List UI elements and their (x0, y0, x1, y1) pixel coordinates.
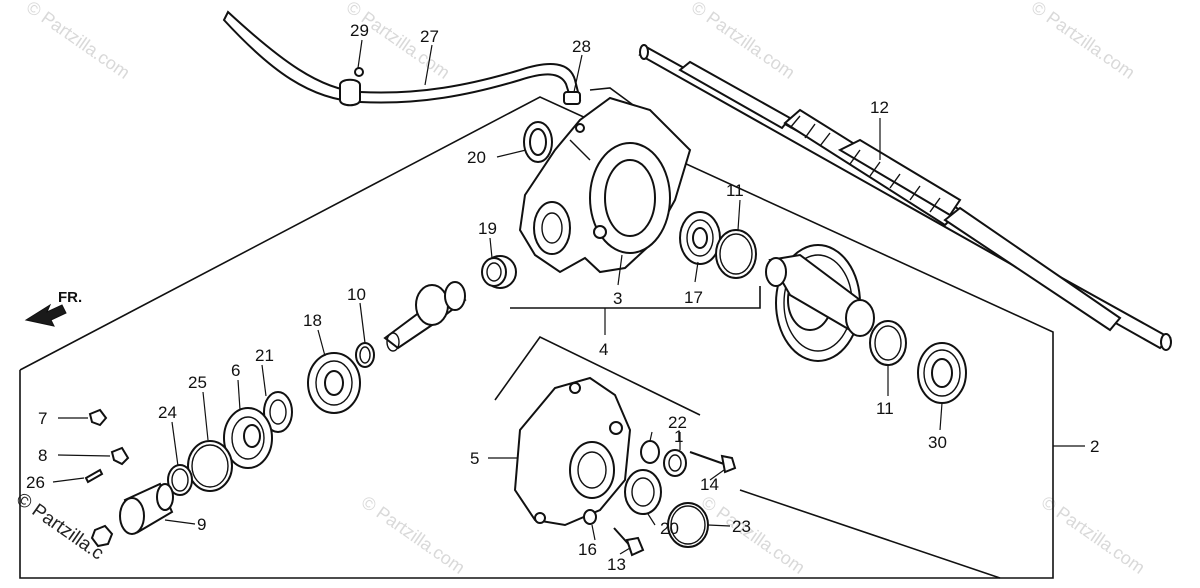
watermark: © Partzilla.com (698, 492, 809, 578)
callout-20-lower: 20 (660, 519, 679, 538)
assembly-frame (19, 87, 1054, 579)
oil-seal-lower (624, 469, 662, 515)
callout-29: 29 (350, 21, 369, 40)
watermark: © Partzilla.com (1038, 492, 1149, 578)
sleeve-9 (119, 482, 174, 535)
callout-11-upper: 11 (726, 181, 744, 200)
circlip-upper (715, 229, 757, 279)
breather-tube (222, 10, 582, 107)
oil-seal-30 (917, 342, 967, 404)
collar-21 (263, 391, 293, 433)
callout-20-upper: 20 (467, 148, 486, 167)
front-direction-arrow-icon: FR. (24, 289, 82, 327)
oil-seal-upper (523, 121, 553, 163)
bolt-14 (689, 451, 737, 474)
o-ring-25 (187, 440, 233, 492)
callout-24: 24 (158, 403, 177, 422)
gear-case-housing (518, 96, 692, 274)
callout-13: 13 (607, 555, 626, 574)
callout-11-lower: 11 (876, 399, 894, 418)
watermark: © Partzilla.com (1028, 0, 1139, 83)
callout-18: 18 (303, 311, 322, 330)
watermark: © Partzilla.com (358, 492, 469, 578)
callout-25: 25 (188, 373, 207, 392)
callout-26: 26 (26, 473, 45, 492)
callout-30: 30 (928, 433, 947, 452)
pinion-gear (383, 281, 467, 352)
callout-5: 5 (470, 449, 479, 468)
gear-case-cover (513, 376, 632, 527)
callout-8: 8 (38, 446, 47, 465)
callout-7: 7 (38, 409, 47, 428)
o-ring-22 (640, 440, 660, 464)
callout-4: 4 (599, 340, 608, 359)
callout-17: 17 (684, 288, 703, 307)
snap-ring-10 (355, 342, 375, 368)
ring-gear (765, 244, 875, 362)
bolt-13 (613, 527, 645, 557)
front-direction-label: FR. (58, 289, 82, 306)
callout-23: 23 (732, 517, 751, 536)
callout-6: 6 (231, 361, 240, 380)
callout-16: 16 (578, 540, 597, 559)
snap-ring-24 (167, 464, 193, 496)
callout-12: 12 (870, 98, 889, 117)
callout-1: 1 (674, 427, 683, 446)
watermark: © Partzilla.com (23, 0, 134, 83)
ball-bearing-17 (679, 211, 721, 265)
callout-19: 19 (478, 219, 497, 238)
dog-gear-6 (223, 407, 273, 469)
plug-1 (663, 449, 687, 477)
callout-28: 28 (572, 37, 591, 56)
leader-lines (52, 39, 1085, 555)
callout-27: 27 (420, 27, 439, 46)
pinion-bearing-18 (307, 352, 361, 414)
nut-15 (90, 524, 114, 548)
circlip-lower (869, 320, 907, 366)
pin-26 (84, 468, 104, 484)
callout-10: 10 (347, 285, 366, 304)
washer-16 (583, 509, 597, 525)
bolt-8 (110, 446, 130, 466)
watermark-corner: © Partzilla.c (12, 489, 107, 565)
callout-labels: 29 27 28 20 12 11 19 3 17 10 18 4 21 6 2… (26, 21, 1099, 574)
callout-22: 22 (668, 413, 687, 432)
bolt-7 (88, 408, 108, 427)
callout-3: 3 (613, 289, 622, 308)
needle-bearing (481, 255, 517, 289)
callout-21: 21 (255, 346, 274, 365)
rear-axle-shaft (638, 44, 1172, 351)
callout-14: 14 (700, 475, 719, 494)
callout-2: 2 (1090, 437, 1099, 456)
callout-9: 9 (197, 515, 206, 534)
